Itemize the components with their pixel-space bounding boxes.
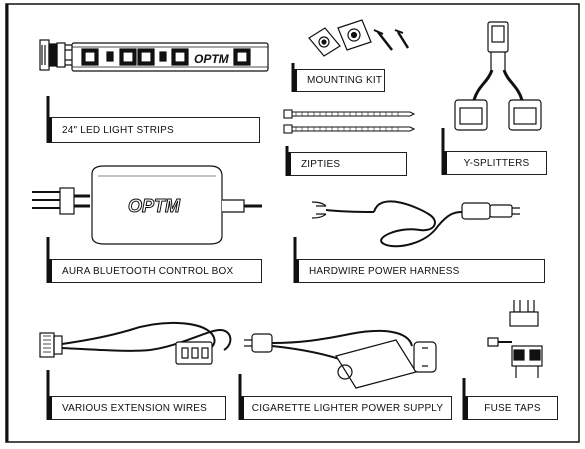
brand-logo-strip: OPTM <box>194 52 230 66</box>
label-led-strips: 24" LED LIGHT STRIPS <box>48 117 260 143</box>
label-extension-wires: VARIOUS EXTENSION WIRES <box>48 396 226 420</box>
label-fuse-taps: FUSE TAPS <box>464 396 558 420</box>
extension-wires-illustration <box>39 322 232 365</box>
y-splitter-illustration <box>454 21 542 131</box>
brand-logo-control-box: OPTM <box>128 196 181 216</box>
led-strip-illustration <box>39 39 269 72</box>
label-y-splitters: Y-SPLITTERS <box>443 151 547 175</box>
label-power-harness: HARDWIRE POWER HARNESS <box>295 259 545 283</box>
cigarette-supply-illustration <box>244 329 437 389</box>
mounting-kit-illustration <box>308 19 410 57</box>
label-zipties: ZIPTIES <box>287 152 407 176</box>
power-harness-illustration <box>311 200 520 248</box>
zipties-illustration <box>283 109 416 134</box>
label-mounting-kit: MOUNTING KIT <box>293 69 385 92</box>
label-control-box: AURA BLUETOOTH CONTROL BOX <box>48 259 262 283</box>
label-cigarette-supply: CIGARETTE LIGHTER POWER SUPPLY <box>240 396 452 420</box>
fuse-taps-illustration <box>487 300 543 378</box>
control-box-illustration <box>32 165 262 245</box>
